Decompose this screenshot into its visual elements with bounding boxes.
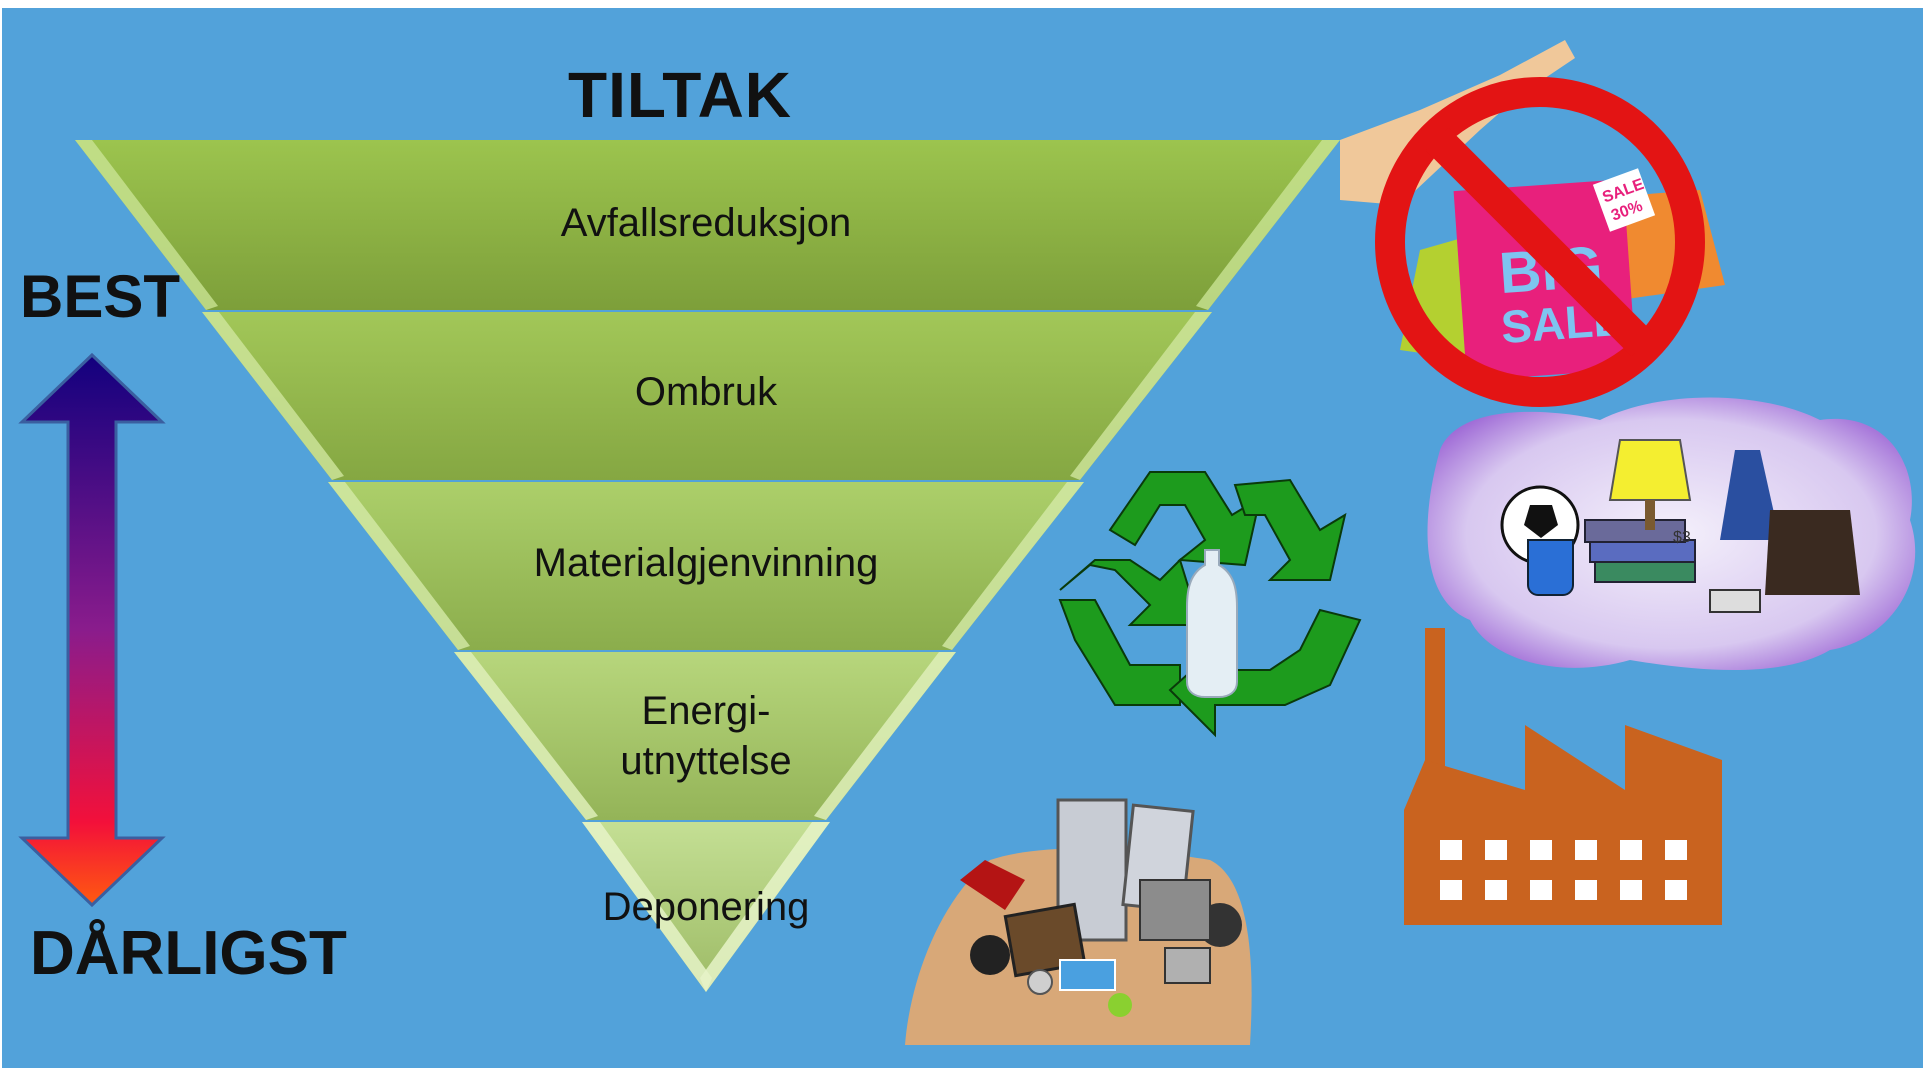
diagram-title: TILTAK <box>568 59 792 131</box>
pyramid-level-3 <box>328 482 1084 650</box>
landfill-icon <box>905 798 1252 1045</box>
level-label-reuse: Ombruk <box>634 370 778 414</box>
worst-label: DÅRLIGST <box>30 919 347 988</box>
pyramid-level-2 <box>202 312 1212 480</box>
level-label-landfill: Deponering <box>602 885 810 929</box>
recycle-icon <box>1058 471 1362 738</box>
best-worst-arrow <box>18 352 166 908</box>
pyramid-level-4 <box>454 652 956 820</box>
waste-hierarchy-pyramid <box>75 140 1340 992</box>
level-label-material-recycling: Materialgjenvinning <box>533 541 879 585</box>
factory-icon <box>1404 628 1722 925</box>
price-tag: $3 <box>1673 529 1691 546</box>
level-label-energy-recovery: Energi- utnyttelse <box>406 686 1006 786</box>
pyramid-level-5 <box>582 822 830 992</box>
level-label-energy-line1: Energi- <box>641 689 771 733</box>
best-label: BEST <box>20 263 181 330</box>
no-shopping-icon: BIG SALE SALE 30% <box>1340 40 1725 407</box>
second-hand-goods-icon: $3 <box>1427 397 1916 670</box>
level-label-waste-reduction: Avfallsreduksjon <box>560 201 852 245</box>
pyramid-level-1 <box>75 140 1340 310</box>
level-label-energy-line2: utnyttelse <box>620 739 792 783</box>
